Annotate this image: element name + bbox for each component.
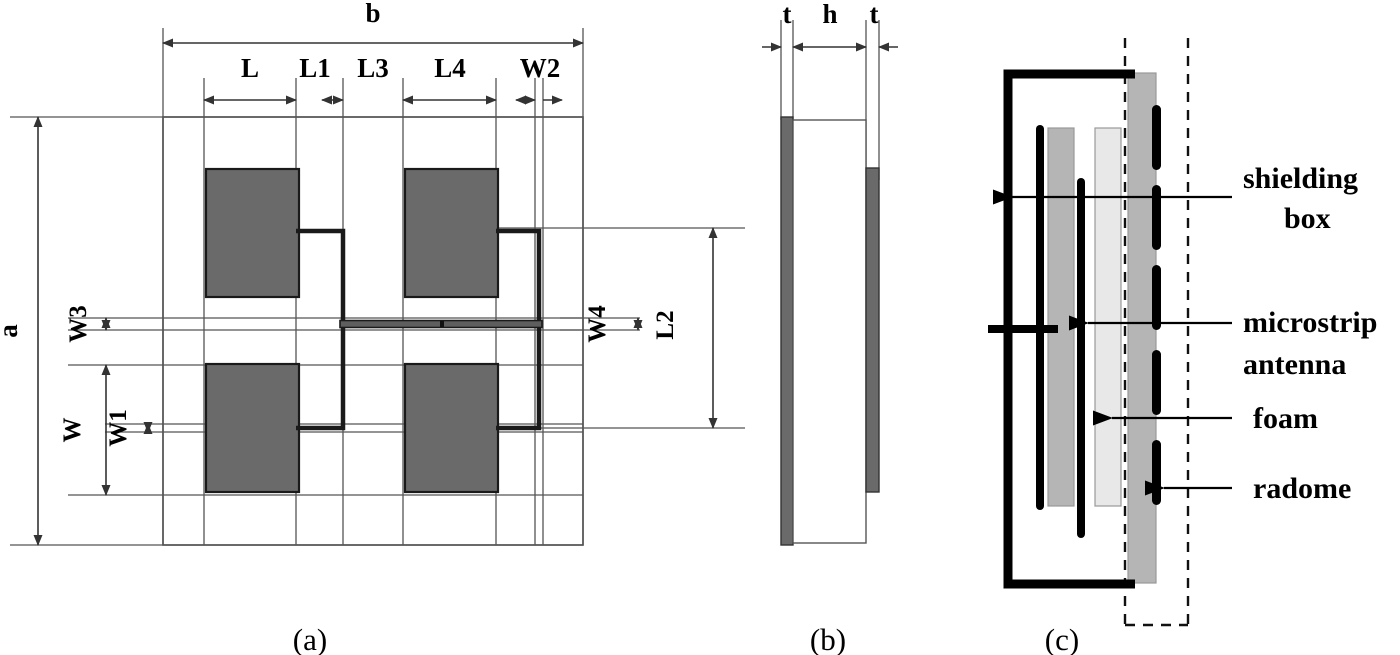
- conductor-bar-center: [1077, 178, 1085, 538]
- dimension-a-label: a: [0, 324, 23, 338]
- patch-upper-right: [403, 167, 500, 299]
- callout-label-radome: radome: [1253, 472, 1351, 505]
- caption-panel-b: (b): [810, 622, 846, 655]
- feed-port-marker: [440, 321, 444, 327]
- caption-panel-c: (c): [1045, 622, 1079, 655]
- callout-label-foam: foam: [1253, 402, 1318, 435]
- dimension-b: b: [162, 0, 584, 48]
- dimension-a: a: [0, 116, 43, 546]
- dimension-W4-label: W4: [584, 305, 611, 343]
- layer-left-metal-b: [780, 116, 794, 546]
- dimension-W1-label: W1: [105, 409, 132, 447]
- patch-lower-left: [204, 362, 301, 494]
- dimension-W1: W1: [105, 409, 153, 447]
- dimension-W2-label: W2: [520, 53, 561, 83]
- radome-segment-markers: [1152, 105, 1161, 505]
- dimension-h-label: h: [822, 0, 837, 29]
- feed-branch-lower-left: [296, 324, 346, 431]
- dimension-L4-label: L4: [434, 53, 466, 83]
- feed-stub-c: [988, 325, 1058, 333]
- dielectric-body-b: [792, 119, 867, 544]
- dimension-t-right-label: t: [870, 0, 879, 29]
- dimension-L: L: [203, 53, 297, 105]
- radome-slab: [1127, 72, 1157, 584]
- caption-panel-a: (a): [293, 622, 327, 655]
- microstrip-antenna-substrate: [1047, 127, 1075, 507]
- dimension-L2-label: L2: [652, 310, 679, 339]
- dimension-L1: L1: [299, 53, 344, 105]
- dimension-L-label: L: [241, 53, 259, 83]
- feed-branch-upper-right: [496, 228, 542, 324]
- witness-lines-horizontal: [10, 116, 745, 546]
- dimension-W: W: [59, 364, 111, 496]
- panel-c: shielding box microstrip antenna foam ra…: [988, 38, 1377, 655]
- dimension-t-left: t: [762, 0, 792, 52]
- panel-b: t h t (b): [762, 0, 898, 655]
- dimension-h: h: [792, 0, 867, 52]
- patch-upper-left: [204, 167, 301, 299]
- dimension-W-label: W: [59, 418, 86, 443]
- callout-label-microstrip-line2: antenna: [1243, 348, 1346, 381]
- dimension-W3: W3: [65, 305, 111, 343]
- dimension-W4: W4: [584, 305, 643, 343]
- dimension-L1-label: L1: [299, 53, 331, 83]
- callout-label-shielding-box-line2: box: [1284, 202, 1331, 235]
- dimension-W2: W2: [515, 53, 563, 105]
- panel-a: b L L1 L3 L4: [0, 0, 745, 655]
- foam-layer: [1094, 127, 1122, 507]
- dimension-L4: L4: [402, 53, 497, 105]
- dimension-t-left-label: t: [783, 0, 792, 29]
- patch-lower-right: [403, 362, 500, 494]
- conductor-bar-left: [1036, 125, 1044, 510]
- feed-branch-upper-left: [296, 228, 346, 324]
- dimension-L3: L3: [357, 53, 389, 83]
- callout-label-microstrip-line1: microstrip: [1243, 306, 1377, 339]
- radome-envelope-dashed: [1123, 38, 1190, 627]
- dimension-W3-label: W3: [65, 305, 92, 343]
- dimension-L3-label: L3: [357, 53, 389, 83]
- layer-right-metal-b: [865, 167, 880, 493]
- dimension-L2: L2: [652, 227, 718, 429]
- feed-branch-lower-right: [496, 324, 542, 431]
- dimension-t-right: t: [870, 0, 898, 52]
- callout-label-shielding-box-line1: shielding: [1243, 162, 1358, 195]
- dimension-b-label: b: [365, 0, 380, 28]
